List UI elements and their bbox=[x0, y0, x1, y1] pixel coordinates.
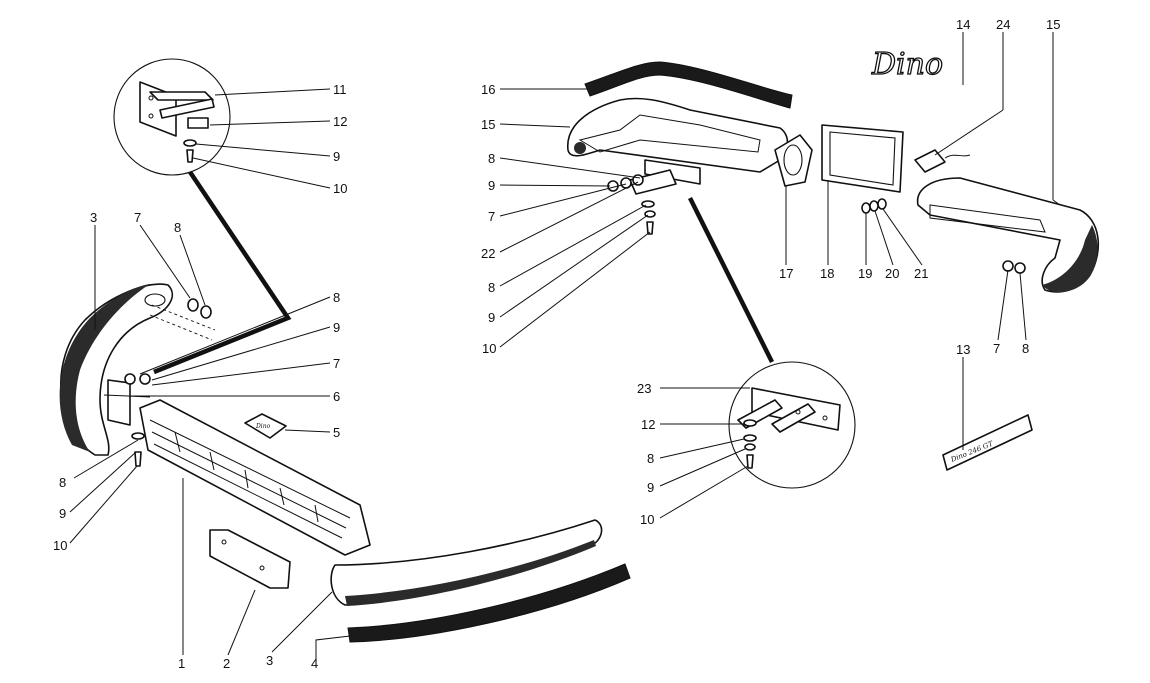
callout-19: 19 bbox=[858, 266, 872, 281]
callout-3-bar: 3 bbox=[266, 653, 273, 668]
rear-bumper-rubber-strip bbox=[584, 61, 793, 109]
detail-circle-rear-bracket bbox=[728, 361, 856, 489]
number-plate-light-frame bbox=[821, 124, 904, 193]
callout-9-rear-a: 9 bbox=[488, 178, 495, 193]
callout-7-front: 7 bbox=[333, 356, 340, 371]
callout-9-rear-detail: 9 bbox=[647, 480, 654, 495]
front-bumper-rubber-strip bbox=[347, 563, 631, 643]
callout-21: 21 bbox=[914, 266, 928, 281]
name-plate: Dino 246 GT bbox=[942, 414, 1033, 471]
assembly-dash-front bbox=[149, 304, 216, 341]
callout-9-lower: 9 bbox=[59, 506, 66, 521]
front-bumper-grille bbox=[139, 399, 371, 556]
callout-7-corner: 7 bbox=[134, 210, 141, 225]
callout-12-front: 12 bbox=[333, 114, 347, 129]
callout-8-rear-detail: 8 bbox=[647, 451, 654, 466]
callout-23: 23 bbox=[637, 381, 651, 396]
detail-link-line-front bbox=[153, 170, 292, 375]
script-badge-lettering: Dino bbox=[871, 47, 943, 82]
rear-bumper-left bbox=[567, 97, 789, 173]
callout-8-right: 8 bbox=[1022, 341, 1029, 356]
front-badge: Dino bbox=[244, 413, 287, 439]
callout-13: 13 bbox=[956, 342, 970, 357]
detail-circle-front-bracket bbox=[113, 58, 231, 176]
callout-7-right: 7 bbox=[993, 341, 1000, 356]
number-plate-bracket bbox=[209, 529, 291, 589]
front-badge-lettering: Dino bbox=[255, 423, 271, 430]
callout-10-rear: 10 bbox=[482, 341, 496, 356]
callout-9-front: 9 bbox=[333, 320, 340, 335]
callout-11: 11 bbox=[333, 82, 347, 97]
script-badge: Dino bbox=[870, 46, 943, 82]
callout-12-rear: 12 bbox=[641, 417, 655, 432]
callout-22: 22 bbox=[481, 246, 495, 261]
rear-bumper-right bbox=[916, 177, 1100, 293]
callout-8-front: 8 bbox=[333, 290, 340, 305]
callout-18: 18 bbox=[820, 266, 834, 281]
rear-lamp bbox=[774, 134, 813, 187]
callout-8-rear-b: 8 bbox=[488, 280, 495, 295]
callout-2: 2 bbox=[223, 656, 230, 671]
front-corner-bumper-left bbox=[59, 283, 174, 456]
callout-16: 16 bbox=[481, 82, 495, 97]
callout-labels: 11 12 9 10 3 7 8 8 9 7 6 5 8 9 10 1 2 3 … bbox=[53, 17, 1060, 671]
rear-washers bbox=[861, 198, 887, 214]
callout-1: 1 bbox=[178, 656, 185, 671]
callout-15-left: 15 bbox=[481, 117, 495, 132]
callout-7-rear: 7 bbox=[488, 209, 495, 224]
callout-10-front-detail: 10 bbox=[333, 181, 347, 196]
callout-24: 24 bbox=[996, 17, 1010, 32]
callout-10-rear-detail: 10 bbox=[640, 512, 654, 527]
callout-4: 4 bbox=[311, 656, 318, 671]
callout-17: 17 bbox=[779, 266, 793, 281]
front-bumper-bar bbox=[330, 519, 603, 606]
callout-20: 20 bbox=[885, 266, 899, 281]
callout-8-rear-a: 8 bbox=[488, 151, 495, 166]
detail-link-line-rear bbox=[687, 196, 775, 364]
callout-9-front-detail: 9 bbox=[333, 149, 340, 164]
callout-8-lower: 8 bbox=[59, 475, 66, 490]
rear-centre-bracket bbox=[607, 159, 701, 235]
callout-6: 6 bbox=[333, 389, 340, 404]
callout-14: 14 bbox=[956, 17, 970, 32]
callout-3-corner: 3 bbox=[90, 210, 97, 225]
callout-15-right: 15 bbox=[1046, 17, 1060, 32]
callout-10-lower: 10 bbox=[53, 538, 67, 553]
callout-5: 5 bbox=[333, 425, 340, 440]
front-washers-nuts bbox=[124, 298, 212, 467]
plate-light bbox=[914, 149, 971, 173]
leader-lines bbox=[69, 32, 1061, 660]
callout-9-rear-b: 9 bbox=[488, 310, 495, 325]
callout-8-corner: 8 bbox=[174, 220, 181, 235]
